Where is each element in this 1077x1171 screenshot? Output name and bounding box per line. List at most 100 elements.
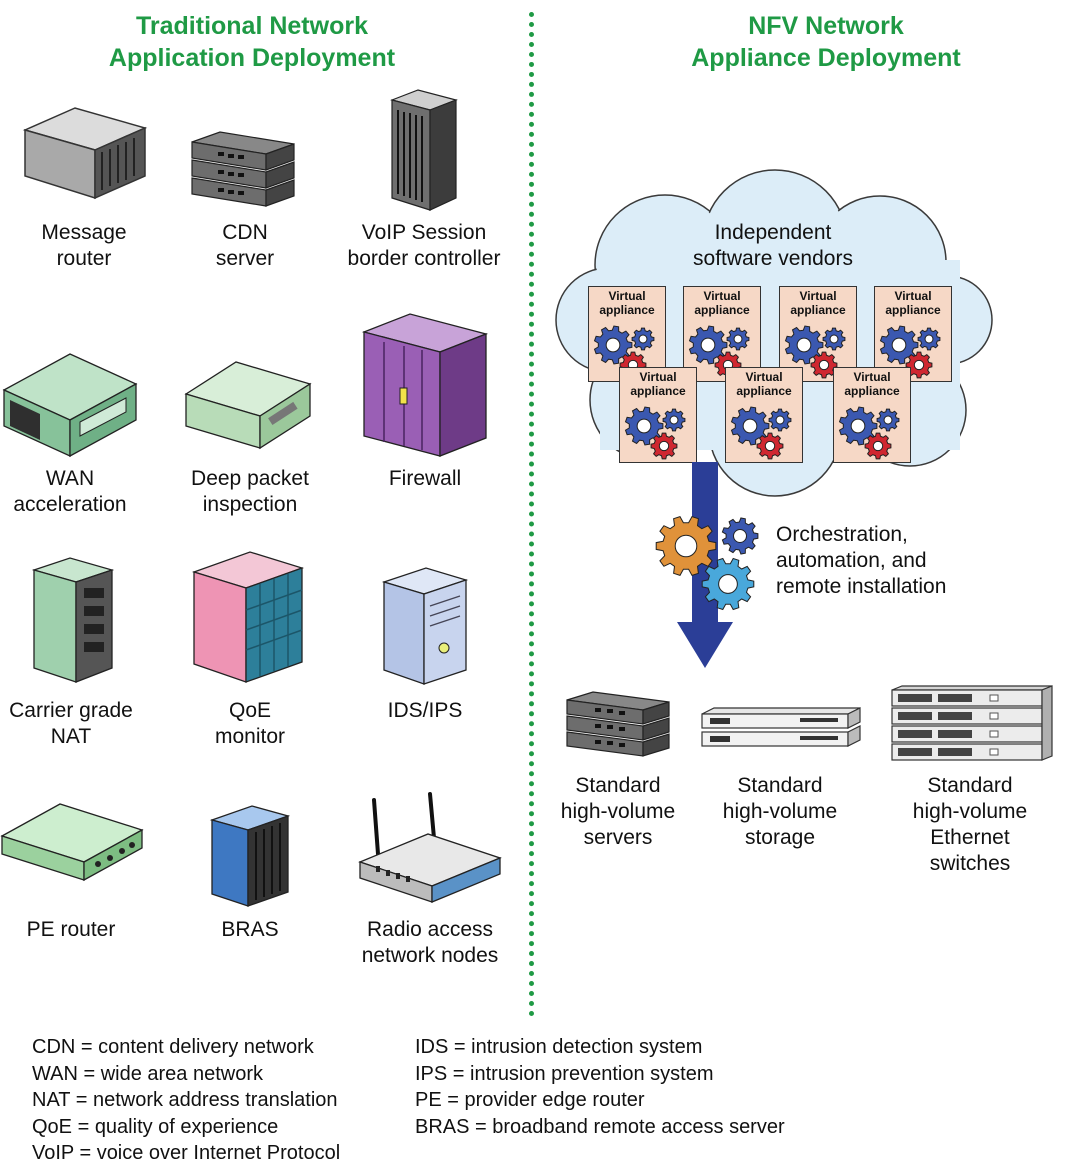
hardware-label-storage: Standard high-volume storage — [710, 773, 850, 851]
label-line: Ethernet — [930, 826, 1010, 849]
label-line: NAT — [50, 725, 92, 748]
label-line: high-volume — [722, 800, 838, 823]
label-line: router — [56, 247, 112, 270]
label-line: inspection — [202, 493, 298, 516]
label-line: Standard — [737, 774, 823, 797]
legend-entry: WAN = wide area network — [32, 1062, 264, 1085]
label-line: QoE — [228, 699, 272, 722]
label-line: IDS/IPS — [387, 699, 463, 722]
legend-entry: PE = provider edge router — [415, 1089, 645, 1111]
device-label-pe-router: PE router — [0, 917, 142, 943]
label-line: Carrier grade — [9, 699, 133, 722]
label-line: storage — [744, 826, 816, 849]
rack-unit-icon — [184, 361, 312, 450]
label-line: PE router — [26, 918, 116, 941]
traditional-heading: Traditional Network Application Deployme… — [62, 10, 442, 74]
legend-entry: QoE = quality of experience — [32, 1115, 279, 1138]
legend-entry: BRAS = broadband remote access server — [415, 1115, 785, 1138]
label-line: high-volume — [560, 800, 676, 823]
nfv-heading-line1: NFV Network — [748, 12, 904, 40]
device-label-cdn-server: CDN server — [175, 220, 315, 272]
label-line: Standard — [927, 774, 1013, 797]
device-label-message-router: Message router — [14, 220, 154, 272]
label-line: CDN — [222, 221, 268, 244]
gears-icon — [688, 325, 750, 379]
device-label-wan-acceleration: WAN acceleration — [0, 466, 140, 518]
label-line: Standard — [575, 774, 661, 797]
label-line: Independent — [714, 221, 832, 244]
label-line: VoIP Session — [361, 221, 487, 244]
appliance-box-icon — [2, 353, 138, 458]
label-line: Deep packet — [191, 467, 309, 490]
label-line: border controller — [347, 247, 501, 270]
gears-icon — [784, 325, 846, 379]
section-divider — [529, 12, 534, 1017]
label-line: BRAS — [221, 918, 279, 941]
legend-entry: NAT = network address translation — [32, 1089, 338, 1111]
device-label-qoe-monitor: QoE monitor — [180, 698, 320, 750]
label-line: Message — [41, 221, 127, 244]
label-line: switches — [929, 852, 1011, 875]
label-line: WAN — [45, 467, 95, 490]
legend-left: CDN = content delivery network WAN = wid… — [32, 1034, 340, 1167]
legend-entry: IDS = intrusion detection system — [415, 1036, 703, 1058]
label-line: Radio access — [366, 918, 494, 941]
device-label-carrier-grade-nat: Carrier grade NAT — [0, 698, 142, 750]
device-label-firewall: Firewall — [350, 466, 500, 492]
label-line: server — [215, 247, 275, 270]
label-line: acceleration — [13, 493, 127, 516]
legend-right: IDS = intrusion detection system IPS = i… — [415, 1034, 785, 1140]
label-line: monitor — [214, 725, 286, 748]
cloud-label: Independent software vendors — [673, 220, 873, 272]
legend-entry: CDN = content delivery network — [32, 1036, 314, 1058]
hardware-label-servers: Standard high-volume servers — [548, 773, 688, 851]
device-label-deep-packet-inspection: Deep packet inspection — [170, 466, 330, 518]
locker-cabinet-icon — [191, 551, 305, 683]
tall-rack-icon — [31, 557, 115, 683]
ethernet-switch-icon — [891, 685, 1053, 761]
hardware-label-switches: Standard high-volume Ethernet switches — [900, 773, 1040, 877]
blade-box-icon — [209, 805, 291, 907]
label-line: servers — [583, 826, 653, 849]
device-label-ids-ips: IDS/IPS — [350, 698, 500, 724]
gears-icon — [624, 406, 686, 460]
orchestration-label: Orchestration, automation, and remote in… — [776, 522, 976, 600]
label-line: high-volume — [912, 800, 1028, 823]
cabinet-icon — [361, 313, 489, 457]
traditional-heading-line1: Traditional Network — [136, 12, 368, 40]
legend-entry: IPS = intrusion prevention system — [415, 1062, 714, 1085]
gears-icon — [879, 325, 941, 379]
server-stack-icon — [566, 691, 670, 757]
stacked-server-icon — [191, 131, 295, 207]
wireless-router-icon — [358, 792, 502, 903]
device-label-voip-sbc: VoIP Session border controller — [334, 220, 514, 272]
label-line: network nodes — [361, 944, 499, 967]
label-line: Orchestration, — [776, 523, 908, 546]
device-label-bras: BRAS — [180, 917, 320, 943]
rack-chassis-icon — [22, 107, 148, 200]
orchestration-gears-icon — [655, 515, 759, 611]
tower-server-icon — [390, 89, 458, 211]
label-line: Firewall — [388, 467, 462, 490]
desktop-tower-icon — [381, 567, 469, 685]
storage-array-icon — [701, 707, 861, 747]
label-line: automation, and — [776, 549, 927, 572]
label-line: remote installation — [776, 575, 947, 598]
device-label-radio-access: Radio access network nodes — [340, 917, 520, 969]
flat-router-icon — [0, 803, 144, 882]
label-line: software vendors — [693, 247, 853, 270]
